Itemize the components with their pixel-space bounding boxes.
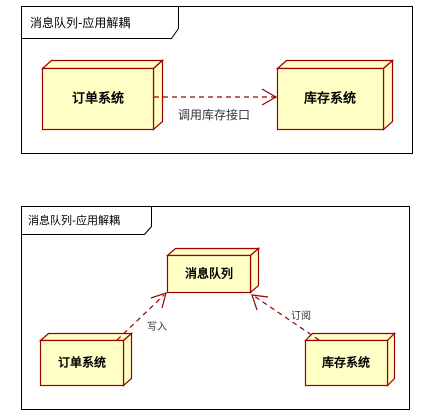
bottom-edge-write-label: 写入 [147,321,167,333]
top-node-inventory-top-face [275,59,395,70]
bottom-edge-subscribe-line [253,295,320,341]
top-node-order-front-face [41,67,155,131]
bottom-node-queue-front-face [166,254,252,294]
bottom-node-queue-side-face [249,247,260,294]
bottom-node-inventory-side-face [386,332,396,387]
bottom-node-order-label: 订单系统 [58,355,106,370]
top-frame-title: 消息队列-应用解耦 [30,15,130,30]
top-node-inventory-side-face [382,59,394,131]
bottom-node-inventory-system: 库存系统 [304,332,396,387]
bottom-edge-write: 写入 [116,292,167,341]
bottom-node-inventory-front-face [304,339,389,387]
top-edge-label: 调用库存接口 [178,107,250,122]
bottom-node-inventory-label: 库存系统 [322,355,370,370]
top-node-inventory-front-face [276,67,385,131]
bottom-node-order-front-face [39,339,125,387]
top-node-order-label: 订单系统 [72,91,124,107]
bottom-node-message-queue: 消息队列 [165,247,261,294]
top-node-inventory-system: 库存系统 [275,59,395,131]
top-node-order-side-face [152,59,164,131]
bottom-node-queue-top-face [165,247,261,257]
top-edge-call-inventory: 调用库存接口 [154,88,278,122]
bottom-edge-subscribe: 订阅 [251,294,320,341]
bottom-edge-subscribe-label: 订阅 [291,309,311,322]
bottom-node-order-side-face [122,332,133,387]
top-node-order-system: 订单系统 [40,59,165,131]
bottom-node-queue-label: 消息队列 [185,266,233,281]
top-edge-arrowhead [261,88,278,106]
bottom-frame-title: 消息队列-应用解耦 [28,213,120,227]
top-frame-title-tab [21,6,179,39]
bottom-frame-title-tab [21,206,152,235]
bottom-node-order-system: 订单系统 [38,332,134,387]
top-node-inventory-label: 库存系统 [304,91,356,107]
top-node-order-top-face [40,59,165,70]
bottom-edge-write-arrowhead [150,292,167,309]
bottom-edge-subscribe-arrowhead [251,294,269,311]
bottom-edge-write-line [116,294,165,341]
